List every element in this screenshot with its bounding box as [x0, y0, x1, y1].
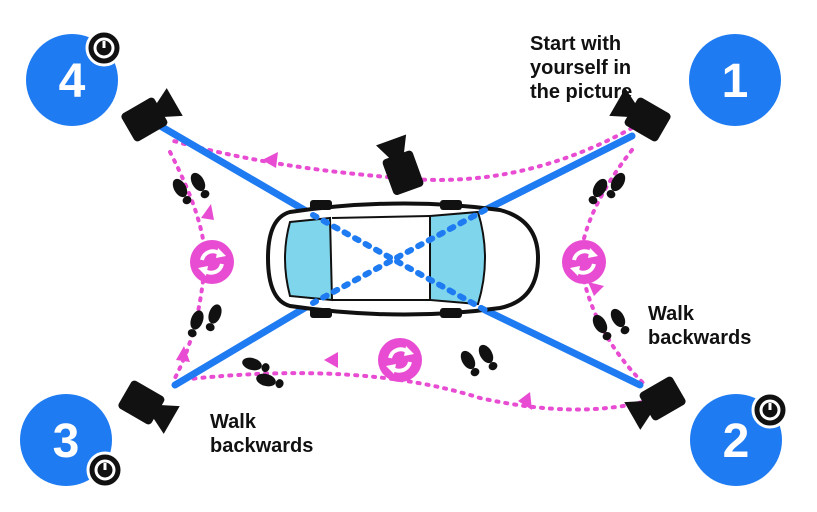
station-2: 2 — [690, 391, 789, 486]
car-icon — [265, 200, 541, 318]
walk-backwards-label-left: Walk backwards — [210, 411, 314, 457]
svg-text:3: 3 — [53, 415, 80, 468]
svg-text:2: 2 — [723, 415, 750, 468]
path-3-to-2 — [178, 371, 652, 412]
camera-sightlines — [146, 116, 644, 389]
timer-icon — [86, 451, 124, 489]
svg-text:1: 1 — [722, 55, 749, 108]
start-label: Start with yourself in the picture — [530, 33, 633, 103]
timer-icon — [85, 29, 123, 67]
camera-icon — [116, 379, 180, 434]
footprints-icon — [457, 342, 501, 379]
footprints-icon — [589, 306, 633, 343]
walk-backwards-label-right: Walk backwards — [648, 303, 752, 349]
path-4-to-3 — [168, 150, 208, 380]
footprints-icon — [169, 170, 213, 207]
path-arrows — [176, 152, 604, 410]
station-3: 3 — [20, 394, 124, 489]
timer-icon — [751, 391, 789, 429]
station-4: 4 — [26, 29, 123, 126]
station-1: 1 — [689, 34, 781, 126]
rotate-icon — [188, 238, 236, 286]
rotate-icon — [376, 336, 424, 384]
rotate-icon — [560, 238, 608, 286]
car-sightlines-dotted — [310, 207, 488, 313]
svg-text:4: 4 — [59, 55, 86, 108]
camera-icon — [376, 134, 425, 197]
footprints-icon — [185, 302, 225, 339]
